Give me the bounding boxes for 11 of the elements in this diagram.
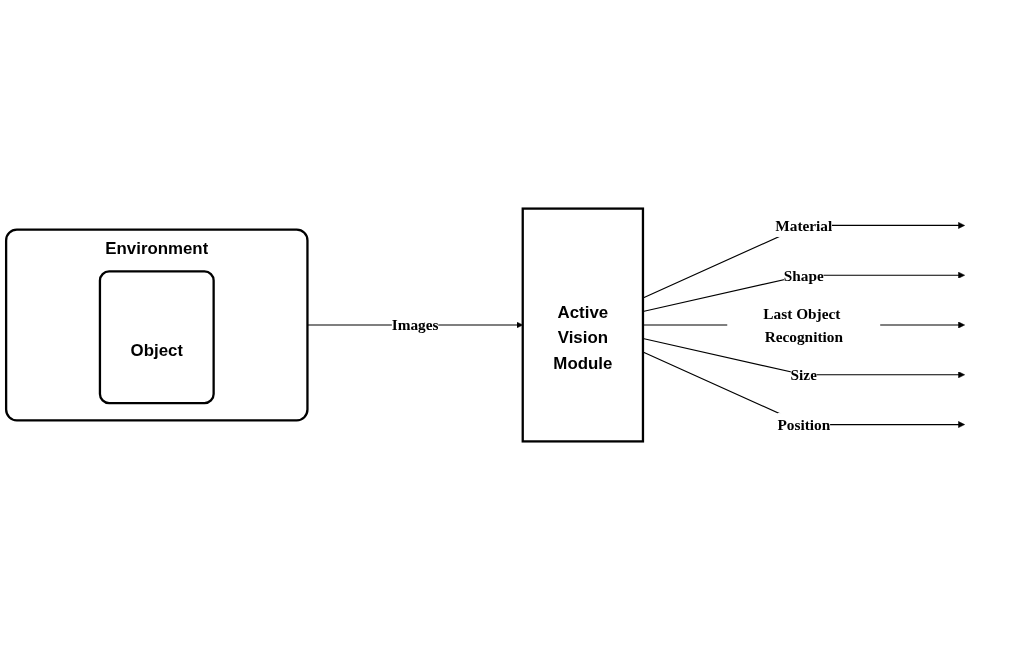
edge-label: Size — [790, 366, 817, 384]
edge-label: Images — [391, 316, 439, 334]
arrow — [642, 351, 965, 428]
node-box: Active Vision Module — [521, 207, 645, 443]
edge-label: Last Object Recognition — [763, 305, 843, 345]
edge-label: Shape — [783, 266, 824, 284]
edge-label: Position — [777, 416, 831, 433]
edge-label: Material — [775, 217, 833, 234]
node-box: Object — [98, 270, 215, 405]
arrow — [642, 337, 965, 379]
arrow — [642, 222, 965, 299]
